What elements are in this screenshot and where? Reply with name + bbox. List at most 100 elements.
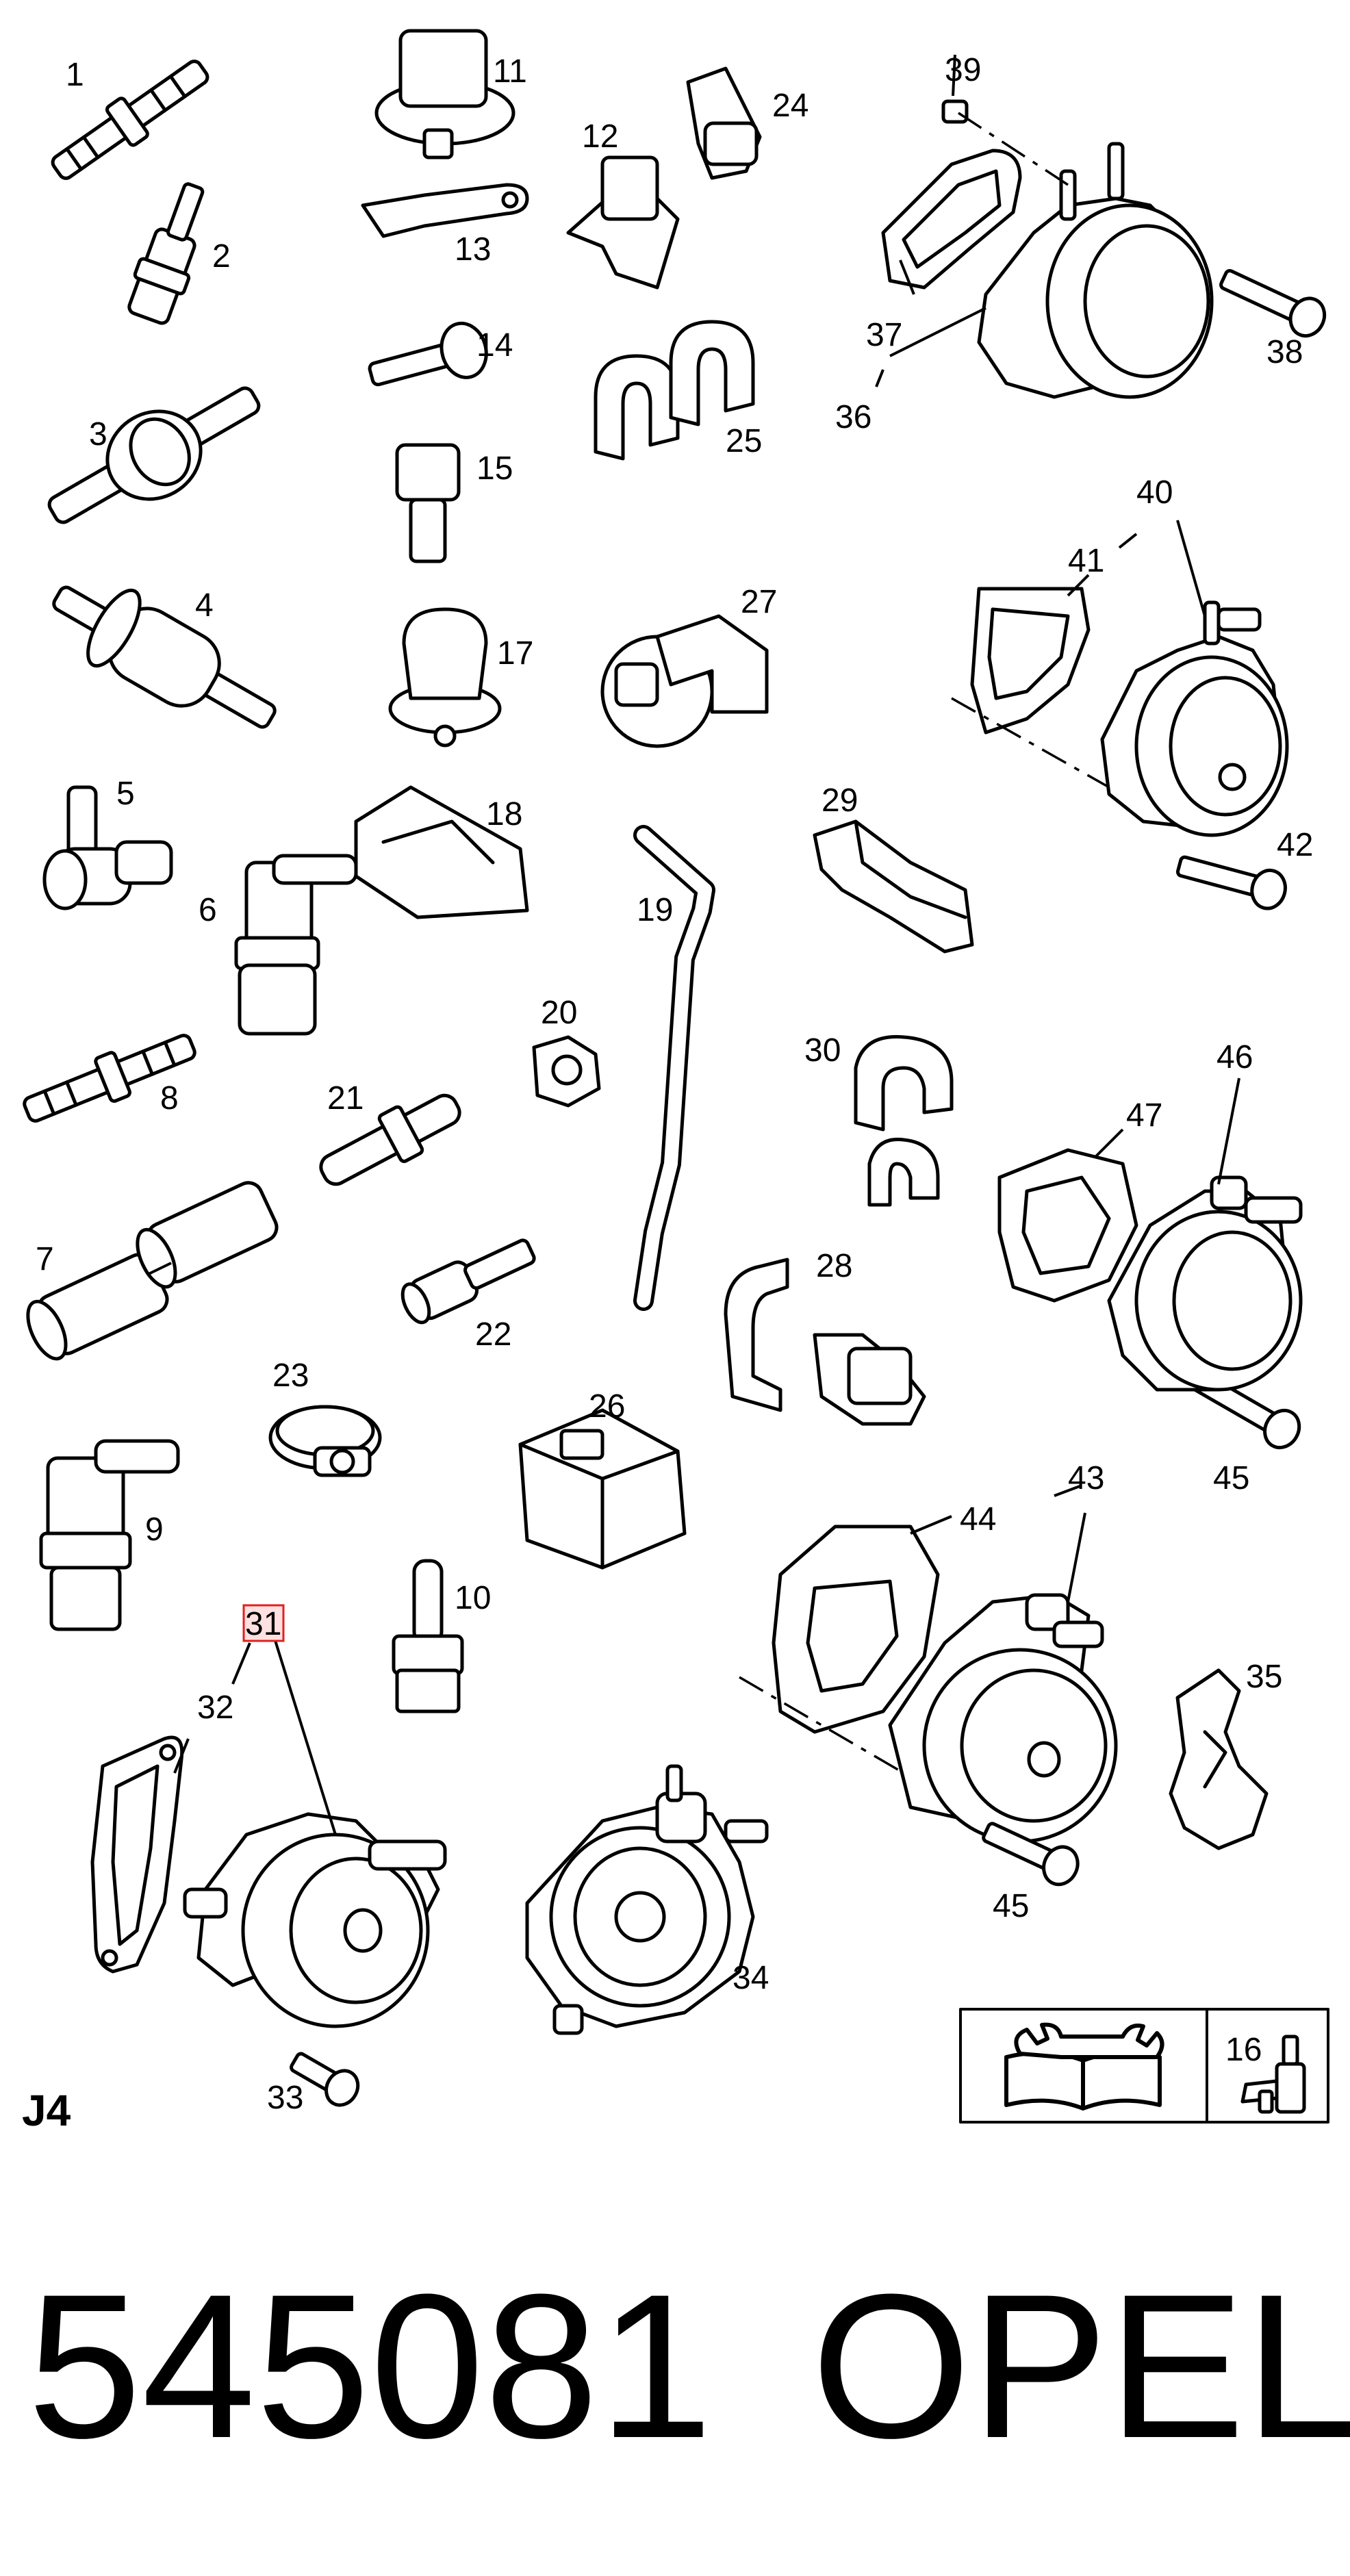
callout-14: 14 <box>476 327 513 364</box>
callout-27: 27 <box>741 584 777 620</box>
callout-6: 6 <box>199 892 217 928</box>
callout-35: 35 <box>1246 1659 1282 1695</box>
callout-19: 19 <box>637 892 673 928</box>
part-12 <box>566 155 680 290</box>
callout-5: 5 <box>116 776 135 812</box>
callout-1: 1 <box>66 57 84 93</box>
part-44 <box>772 1525 940 1734</box>
part-2 <box>127 182 205 325</box>
callout-32: 32 <box>197 1689 233 1726</box>
sealant-tube-icon <box>1240 2035 1306 2114</box>
callout-34: 34 <box>733 1960 769 1996</box>
callout-4: 4 <box>195 587 214 624</box>
callout-25: 25 <box>726 423 762 459</box>
assembly-axis-lines <box>739 112 1110 1774</box>
part-13 <box>361 183 529 238</box>
part-32 <box>90 1735 184 1974</box>
callout-42: 42 <box>1277 827 1313 863</box>
callout-29: 29 <box>822 782 858 819</box>
callout-36: 36 <box>835 399 871 435</box>
part-41 <box>970 587 1091 735</box>
part-46 <box>1107 1175 1303 1392</box>
part-17 <box>388 607 502 748</box>
callout-16: 16 <box>1225 2032 1262 2068</box>
callout-41: 41 <box>1068 543 1104 579</box>
part-7 <box>26 1181 279 1361</box>
part-24 <box>686 66 762 180</box>
callout-8: 8 <box>160 1080 179 1117</box>
catalog-number: 545081 <box>27 2251 713 2481</box>
callout-9: 9 <box>145 1512 164 1548</box>
part-4 <box>52 585 277 729</box>
part-22 <box>400 1238 536 1325</box>
part-10 <box>392 1559 464 1713</box>
part-26 <box>518 1408 687 1570</box>
part-20 <box>532 1035 601 1108</box>
callout-24: 24 <box>772 88 808 124</box>
part-19 <box>633 825 715 1311</box>
callout-44: 44 <box>960 1501 996 1538</box>
callout-13: 13 <box>455 231 491 268</box>
part-18 <box>354 785 529 919</box>
callout-3: 3 <box>89 416 107 452</box>
callout-10: 10 <box>455 1580 491 1616</box>
part-21 <box>319 1093 461 1186</box>
callout-28: 28 <box>816 1248 852 1284</box>
service-icons-box <box>959 2008 1329 2124</box>
brand-name: OPEL <box>811 2251 1350 2481</box>
part-1 <box>51 60 209 180</box>
callout-30: 30 <box>804 1032 841 1069</box>
part-28 <box>724 1258 926 1426</box>
callout-2: 2 <box>212 238 231 275</box>
part-35 <box>1169 1668 1269 1850</box>
callout-31: 31 <box>245 1606 281 1642</box>
page-code: J4 <box>22 2086 71 2135</box>
callout-33: 33 <box>267 2080 303 2116</box>
callout-17: 17 <box>497 635 533 672</box>
part-38 <box>1219 268 1327 338</box>
callout-45-upper: 45 <box>1213 1460 1249 1496</box>
part-34 <box>525 1764 769 2035</box>
callout-38: 38 <box>1266 334 1303 370</box>
part-14 <box>368 321 488 387</box>
callout-11: 11 <box>493 53 527 90</box>
callout-26: 26 <box>589 1388 625 1425</box>
callout-47: 47 <box>1126 1097 1162 1134</box>
callout-40: 40 <box>1136 474 1173 511</box>
callout-37: 37 <box>866 317 902 353</box>
callout-7: 7 <box>36 1241 54 1277</box>
callout-45-lower: 45 <box>993 1888 1029 1924</box>
part-29 <box>813 819 974 954</box>
callout-46: 46 <box>1217 1039 1253 1075</box>
callout-23: 23 <box>272 1357 309 1394</box>
callout-21: 21 <box>327 1080 364 1117</box>
part-8 <box>23 1034 196 1123</box>
part-47 <box>997 1148 1138 1303</box>
callout-39: 39 <box>945 52 981 88</box>
manual-wrench-icon <box>1004 2022 1164 2110</box>
part-15 <box>395 443 461 563</box>
part-37 <box>881 149 1022 290</box>
part-30 <box>854 1035 954 1207</box>
part-27 <box>600 614 769 748</box>
part-43 <box>888 1593 1118 1844</box>
part-33 <box>290 2052 360 2107</box>
callout-31-highlight <box>242 1604 285 1642</box>
callout-labels: 1 2 3 4 5 6 7 8 9 10 11 12 13 14 15 16 1… <box>36 52 1313 2116</box>
callout-43: 43 <box>1068 1460 1104 1496</box>
part-42 <box>1175 855 1287 910</box>
leader-lines <box>173 54 1240 1835</box>
callout-20: 20 <box>541 995 577 1031</box>
part-31 <box>183 1812 447 2028</box>
part-5 <box>42 785 173 910</box>
callout-18: 18 <box>486 796 522 832</box>
callout-15: 15 <box>476 450 513 487</box>
part-23 <box>268 1405 382 1477</box>
part-6 <box>234 854 358 1036</box>
part-11 <box>374 29 515 160</box>
part-40 <box>1100 600 1289 837</box>
part-45-lower <box>982 1822 1080 1887</box>
part-25 <box>594 320 755 461</box>
part-39 <box>941 99 969 124</box>
